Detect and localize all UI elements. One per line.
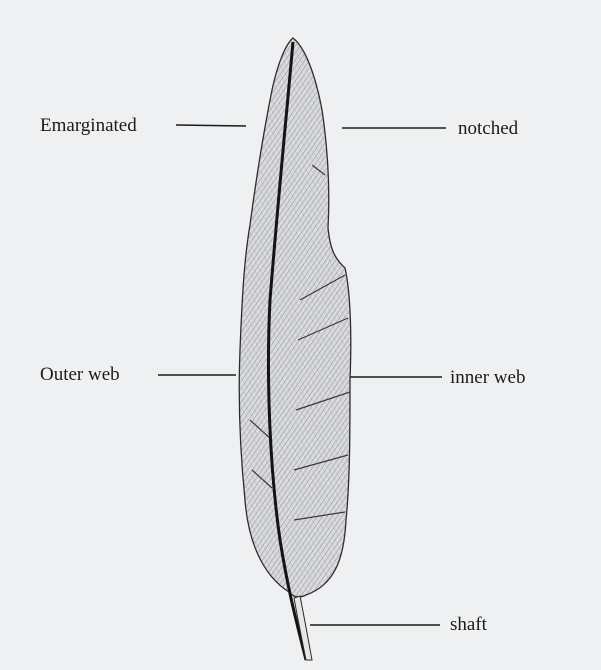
label-notched: notched: [458, 118, 519, 139]
label-inner-web: inner web: [450, 367, 525, 388]
label-shaft: shaft: [450, 614, 488, 635]
label-outer-web: Outer web: [40, 364, 120, 385]
emarginated-leader: [176, 125, 246, 126]
label-emarginated: Emarginated: [40, 115, 137, 136]
